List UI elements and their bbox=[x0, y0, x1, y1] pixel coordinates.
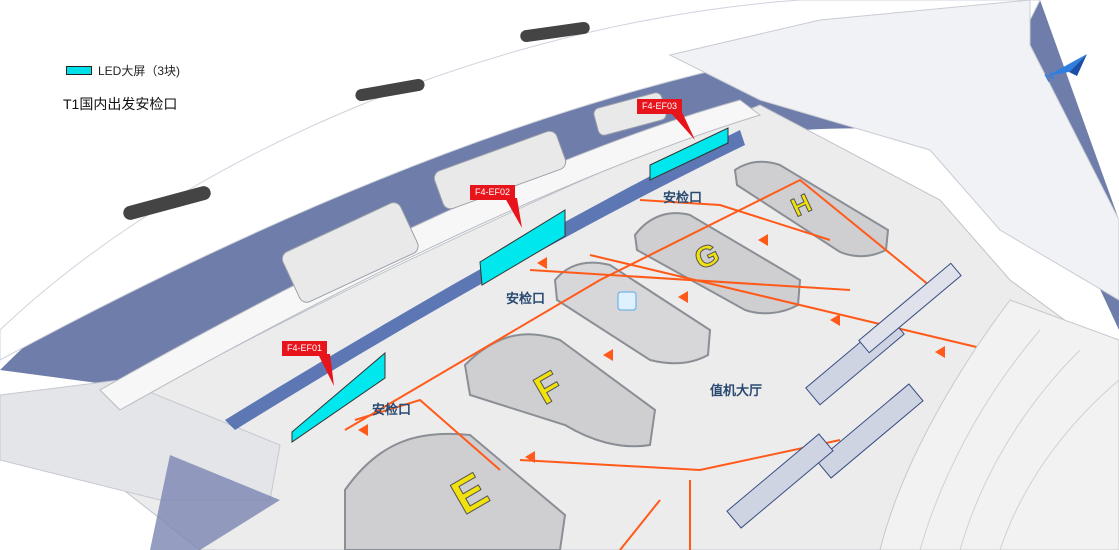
outer-stripes bbox=[919, 329, 1119, 550]
legend-label: LED大屏（3块) bbox=[98, 64, 181, 78]
tag-f4-ef02[interactable]: F4-EF02 bbox=[470, 185, 516, 200]
route-lines bbox=[344, 178, 1011, 550]
security-lanes bbox=[726, 262, 962, 529]
right-wall bbox=[668, 0, 1119, 301]
legend: LED大屏（3块) bbox=[66, 62, 180, 79]
north-arrow-icon: N bbox=[1043, 54, 1087, 82]
zone-security-1: 安检口 bbox=[372, 402, 412, 417]
tag-label: F4-EF03 bbox=[642, 101, 678, 111]
led-screen-ef01[interactable] bbox=[291, 351, 386, 443]
island-f: F bbox=[463, 333, 657, 448]
map-title: T1国内出发安检口 bbox=[63, 96, 178, 112]
mezz-room-1 bbox=[281, 202, 419, 303]
island-h: H bbox=[733, 160, 890, 258]
legend-swatch bbox=[66, 66, 92, 75]
compass-label: N bbox=[1043, 69, 1057, 82]
zone-checkin-hall: 值机大厅 bbox=[710, 383, 763, 398]
route-arrows bbox=[358, 234, 945, 463]
led-screen-ef03[interactable] bbox=[649, 127, 729, 181]
glass-base bbox=[150, 455, 280, 550]
tag-f4-ef03[interactable]: F4-EF03 bbox=[637, 99, 683, 114]
zone-security-3: 安检口 bbox=[663, 190, 703, 205]
outer-curve bbox=[879, 299, 1119, 550]
zone-security-2: 安检口 bbox=[506, 291, 546, 306]
tag-f4-ef01[interactable]: F4-EF01 bbox=[282, 341, 328, 356]
island-center bbox=[553, 261, 712, 365]
tag-ef03-pointer bbox=[670, 112, 695, 140]
tag-ef02-pointer bbox=[505, 198, 522, 228]
island-e: E bbox=[344, 432, 567, 550]
tag-label: F4-EF01 bbox=[287, 343, 323, 353]
island-g: G bbox=[633, 212, 802, 315]
jetbridges bbox=[123, 21, 590, 220]
gift-icon bbox=[617, 291, 637, 311]
led-screen-ef02[interactable] bbox=[479, 209, 566, 286]
tag-ef01-pointer bbox=[318, 354, 334, 386]
tag-label: F4-EF02 bbox=[475, 187, 511, 197]
island-g-letter: G bbox=[690, 237, 725, 277]
